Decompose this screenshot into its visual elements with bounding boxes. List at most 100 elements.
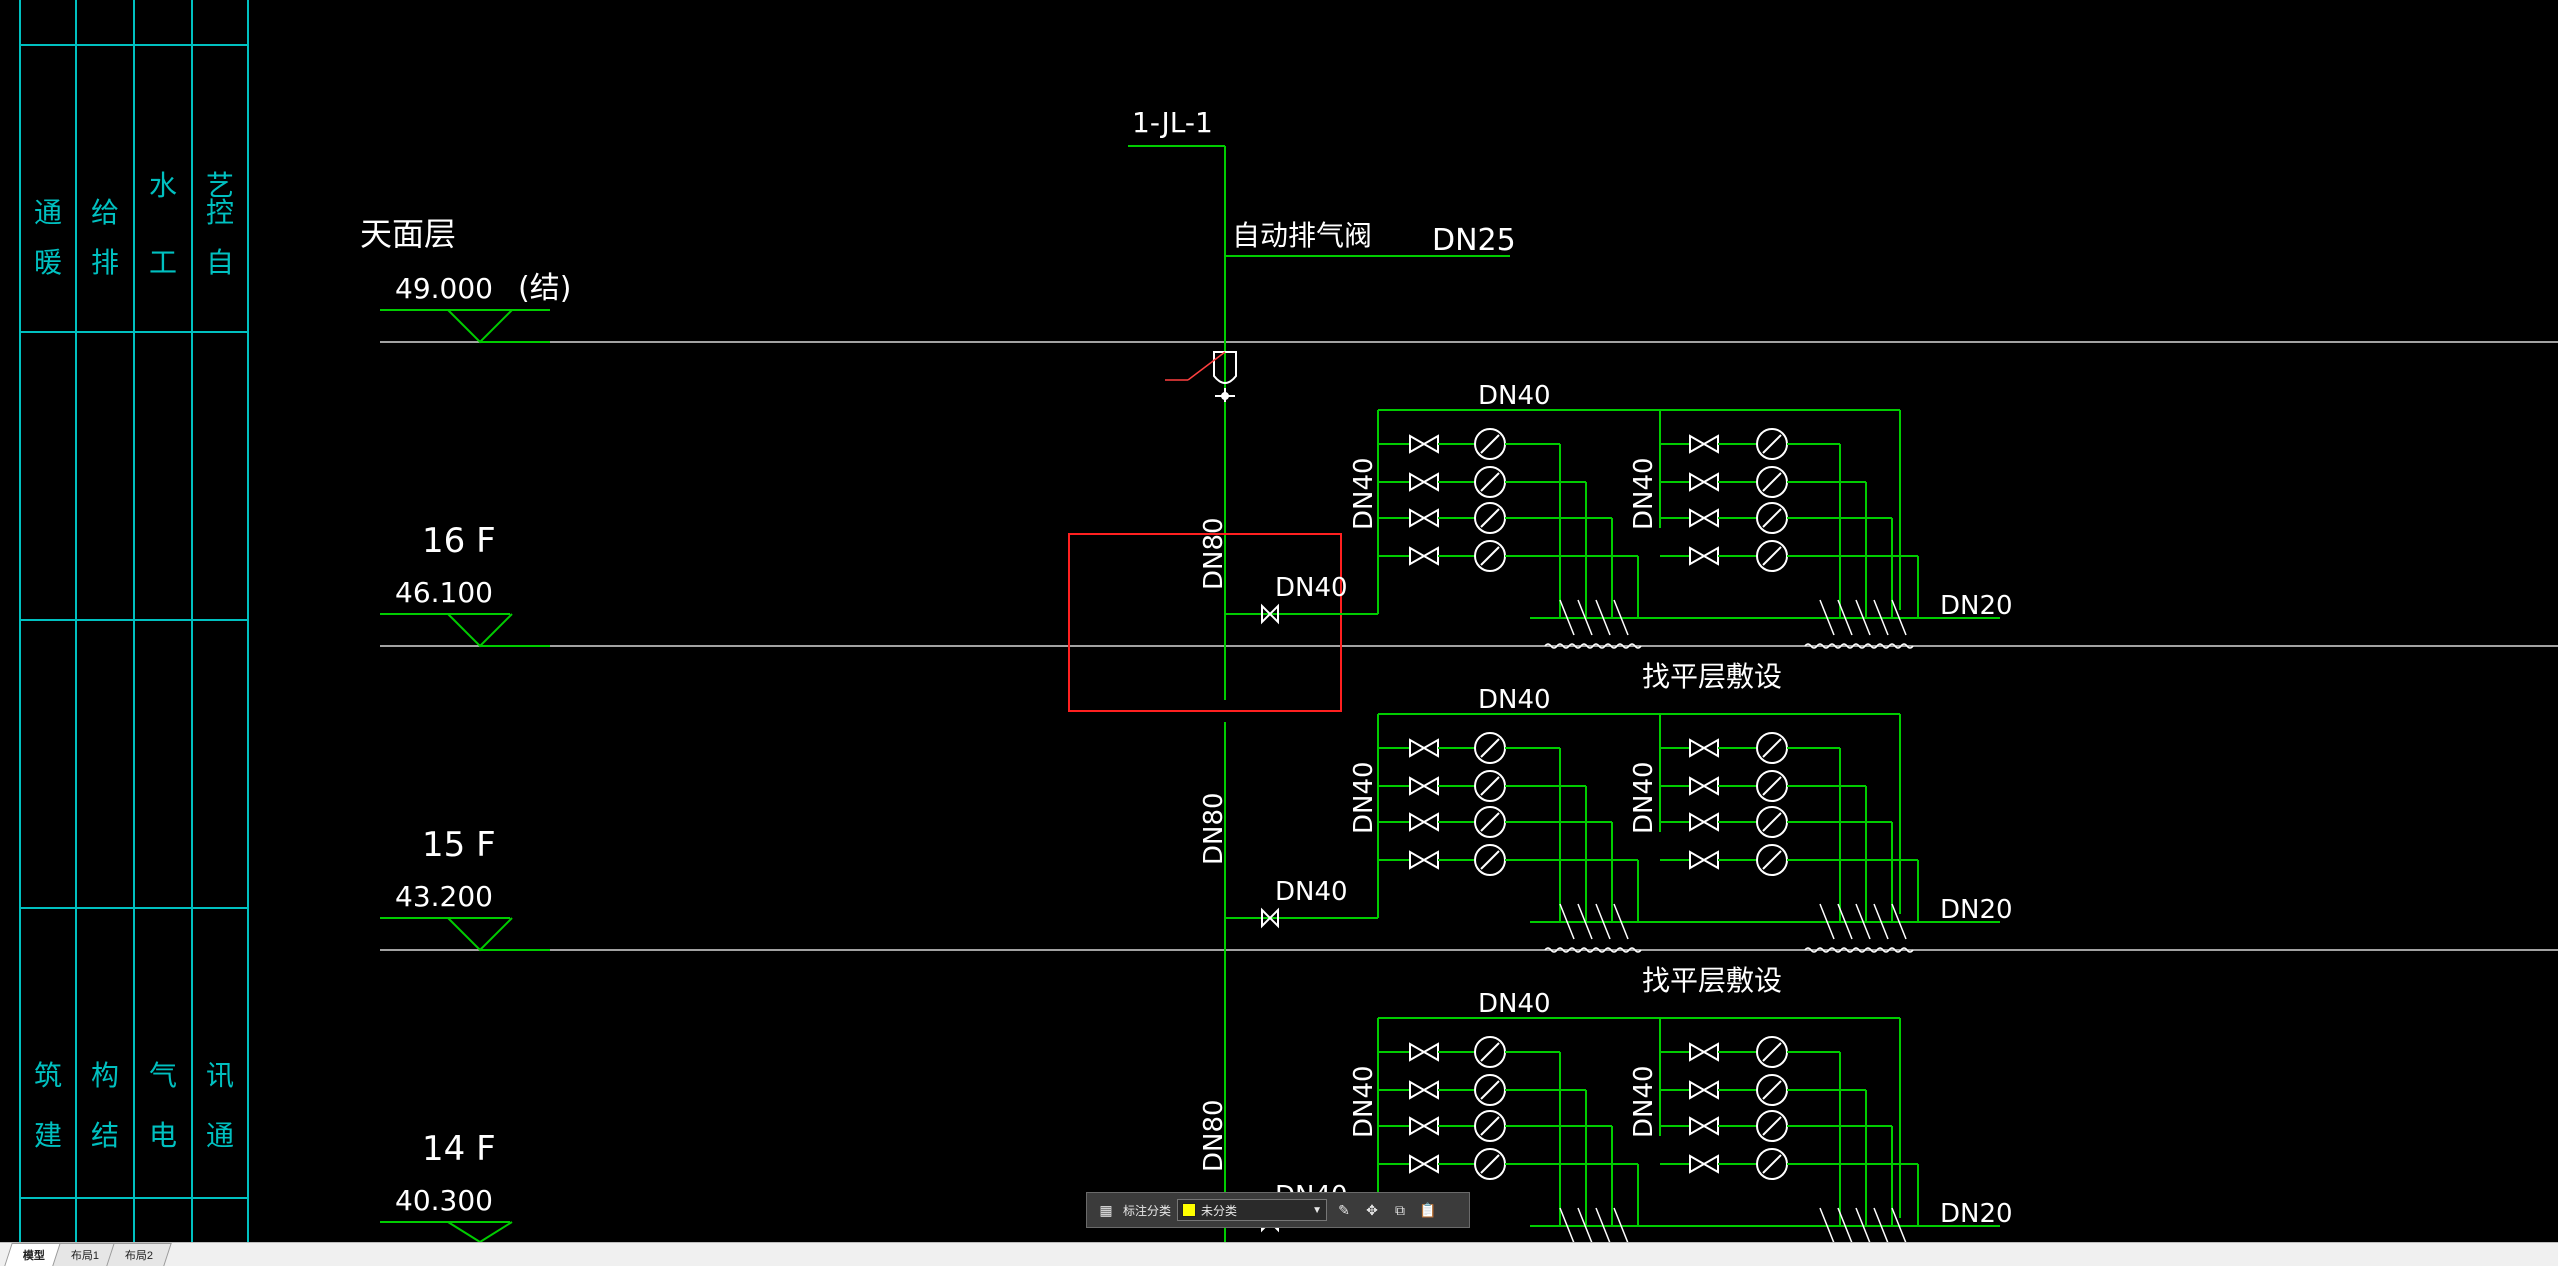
gate-valve-icon: [1689, 738, 1719, 758]
layout-tab-bar: 模型 布局1 布局2: [0, 1242, 2558, 1266]
paste-icon[interactable]: 📋: [1419, 1201, 1437, 1218]
gate-valve-icon: [1689, 434, 1719, 454]
embed-note: 找平层敷设: [1642, 660, 1782, 693]
level-markers: [380, 309, 550, 1242]
tb-top-3: 排: [91, 246, 119, 279]
header-size-label: DN40: [1478, 685, 1551, 715]
move-icon[interactable]: ✥: [1366, 1201, 1378, 1218]
gate-valve-icon: [1689, 776, 1719, 796]
tb-bot-5: 气: [149, 1059, 177, 1092]
grid-icon[interactable]: ▦: [1099, 1201, 1113, 1218]
annotation-label: 标注分类: [1123, 1203, 1172, 1218]
gate-valve-icon: [1409, 1042, 1439, 1062]
chevron-down-icon: ▼: [1312, 1204, 1323, 1216]
copy-icon[interactable]: ⧉: [1395, 1201, 1406, 1218]
trunk-label-14f: DN80: [1199, 1099, 1229, 1172]
gate-valve-icon: [1261, 603, 1279, 625]
tab-layout2[interactable]: 布局2: [106, 1243, 172, 1266]
gate-valve-icon: [1409, 508, 1439, 528]
tb-bot-7: 讯: [206, 1059, 234, 1092]
gate-valve-icon: [1409, 812, 1439, 832]
level-elev-14f: 40.300: [395, 1184, 493, 1217]
gate-valve-icon: [1409, 850, 1439, 870]
category-select[interactable]: 未分类 ▼: [1177, 1199, 1328, 1221]
gate-valve-icon: [1689, 546, 1719, 566]
tb-top-0: 通: [34, 196, 62, 229]
leader-line: [1187, 351, 1226, 381]
gate-valve-icon: [1689, 850, 1719, 870]
gate-valve-icon: [1409, 1080, 1439, 1100]
level-elev-16f: 46.100: [395, 576, 493, 609]
edit-icon[interactable]: ✎: [1338, 1201, 1350, 1218]
air-valve-label: 自动排气阀: [1232, 219, 1372, 252]
trunk-label-15f: DN80: [1199, 792, 1229, 865]
riser-pipe[interactable]: [1128, 145, 1510, 1242]
gate-valve-icon: [1689, 812, 1719, 832]
title-block: [19, 0, 249, 1242]
tb-top-5: 工: [149, 246, 177, 279]
gate-valve-icon: [1261, 907, 1279, 929]
vertical-size-label-a: DN40: [1349, 457, 1379, 530]
embed-note: 找平层敷设: [1642, 964, 1782, 997]
tb-bot-0: 建: [34, 1119, 62, 1152]
gate-valve-icon: [1409, 1154, 1439, 1174]
branch-size-label: DN40: [1275, 877, 1348, 907]
level-name-16f: 16 F: [422, 521, 496, 561]
tb-top-2: 给: [91, 196, 119, 229]
vertical-size-label-a: DN40: [1349, 1065, 1379, 1138]
level-name-roof: 天面层: [360, 215, 456, 253]
branch-size-label: DN40: [1275, 573, 1348, 603]
gate-valve-icon: [1409, 546, 1439, 566]
level-labels: 天面层 49.000 (结) 16 F 46.100 15 F 43.200 1…: [360, 215, 571, 1217]
category-swatch: [1182, 1203, 1197, 1217]
gate-valve-icon: [1689, 472, 1719, 492]
riser-id: 1-JL-1: [1132, 106, 1213, 139]
trunk-label-16f: DN80: [1199, 517, 1229, 590]
vertical-size-label-b: DN40: [1629, 761, 1659, 834]
vertical-size-label-a: DN40: [1349, 761, 1379, 834]
vertical-size-label-b: DN40: [1629, 1065, 1659, 1138]
tb-bot-1: 筑: [34, 1059, 62, 1092]
gate-valve-icon: [1689, 508, 1719, 528]
tb-top-7: 自: [206, 246, 234, 279]
tb-bot-3: 构: [91, 1059, 119, 1092]
header-size-label: DN40: [1478, 989, 1551, 1019]
gate-valve-icon: [1689, 1154, 1719, 1174]
selection-rectangle[interactable]: [1068, 533, 1342, 712]
level-elev-15f: 43.200: [395, 880, 493, 913]
level-elev-roof: 49.000: [395, 272, 493, 305]
level-name-14f: 14 F: [422, 1129, 496, 1169]
tb-top-6: 艺: [206, 169, 234, 202]
level-name-15f: 15 F: [422, 825, 496, 865]
title-block-labels: 通 暖 给 排 水 工 艺 自 控 建 筑 结 构 电 气 通 讯: [34, 169, 234, 1152]
tb-top-8: 控: [206, 196, 234, 229]
outlet-size-label: DN20: [1940, 895, 2013, 925]
vertical-size-label-b: DN40: [1629, 457, 1659, 530]
level-note-roof: (结): [518, 271, 571, 306]
outlet-size-label: DN20: [1940, 591, 2013, 621]
annotation-toolbar: ▦ 标注分类 未分类 ▼ ✎ ✥ ⧉ 📋: [1086, 1192, 1470, 1228]
header-size-label: DN40: [1478, 381, 1551, 411]
gate-valve-icon: [1409, 472, 1439, 492]
outlet-size-label: DN20: [1940, 1199, 2013, 1229]
tb-top-1: 暖: [34, 246, 62, 279]
gate-valve-icon: [1689, 1080, 1719, 1100]
gate-valve-icon: [1409, 738, 1439, 758]
gate-valve-icon: [1689, 1042, 1719, 1062]
air-vent-valve-icon: [1213, 351, 1237, 402]
gate-valve-icon: [1409, 776, 1439, 796]
riser-labels: 1-JL-1 自动排气阀 DN25 DN80 DN80 DN80: [1132, 106, 1516, 1172]
tb-bot-4: 电: [149, 1119, 177, 1152]
category-value: 未分类: [1201, 1203, 1238, 1218]
gate-valve-icon: [1689, 1116, 1719, 1136]
tb-bot-2: 结: [91, 1119, 119, 1152]
top-size-label: DN25: [1432, 223, 1516, 258]
tb-bot-6: 通: [206, 1119, 234, 1152]
tb-top-4: 水: [149, 169, 177, 202]
gate-valve-icon: [1409, 1116, 1439, 1136]
floor-lines: [380, 341, 2558, 951]
